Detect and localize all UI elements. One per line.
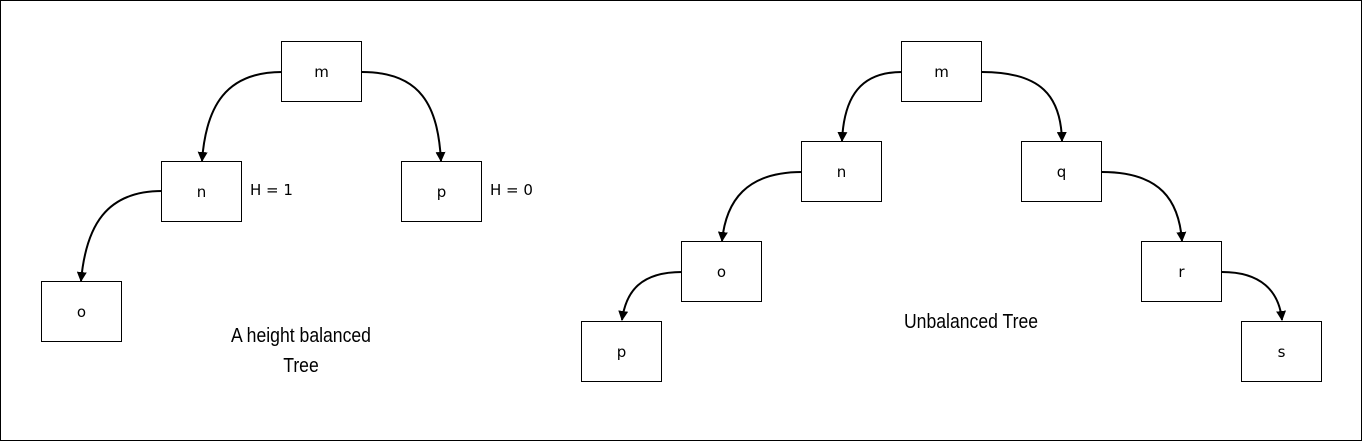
- caption-line-1: A height balanced: [231, 325, 371, 347]
- caption-line-2: Tree: [283, 355, 319, 377]
- node-m-right-tree: m: [901, 41, 982, 102]
- node-label: q: [1056, 162, 1067, 181]
- edge-q-r-right-tree: [1101, 171, 1187, 242]
- node-o-right-tree: o: [681, 241, 762, 302]
- node-label: n: [836, 162, 847, 181]
- edge-m-n-right-tree: [837, 71, 903, 142]
- edge-o-p-right-tree: [618, 271, 683, 321]
- node-label: p: [616, 342, 627, 361]
- caption-unbalanced-tree: Unbalanced Tree: [883, 307, 1059, 337]
- node-label: o: [716, 262, 727, 281]
- node-label: n: [196, 182, 207, 201]
- edge-m-q-right-tree: [981, 71, 1067, 142]
- node-p-right-tree: p: [581, 321, 662, 382]
- height-label-n: H = 1: [250, 181, 293, 199]
- node-label: s: [1277, 342, 1286, 361]
- node-n-right-tree: n: [801, 141, 882, 202]
- node-n-left-tree: n: [161, 161, 242, 222]
- node-o-left-tree: o: [41, 281, 122, 342]
- edge-m-p-left-tree: [361, 71, 446, 162]
- edge-n-o-left-tree: [76, 190, 163, 282]
- edge-m-n-left-tree: [197, 71, 283, 162]
- node-r-right-tree: r: [1141, 241, 1222, 302]
- edge-n-o-right-tree: [717, 171, 803, 242]
- node-p-left-tree: p: [401, 161, 482, 222]
- caption-balanced-tree: A height balanced Tree: [213, 321, 389, 381]
- node-label: m: [934, 62, 949, 81]
- caption-line: Unbalanced Tree: [903, 311, 1039, 333]
- node-q-right-tree: q: [1021, 141, 1102, 202]
- node-label: p: [436, 182, 447, 201]
- edge-r-s-right-tree: [1221, 271, 1287, 321]
- node-label: r: [1178, 262, 1185, 281]
- node-m-left-tree: m: [281, 41, 362, 102]
- node-s-right-tree: s: [1241, 321, 1322, 382]
- height-label-p: H = 0: [490, 181, 533, 199]
- node-label: m: [314, 62, 329, 81]
- node-label: o: [76, 302, 87, 321]
